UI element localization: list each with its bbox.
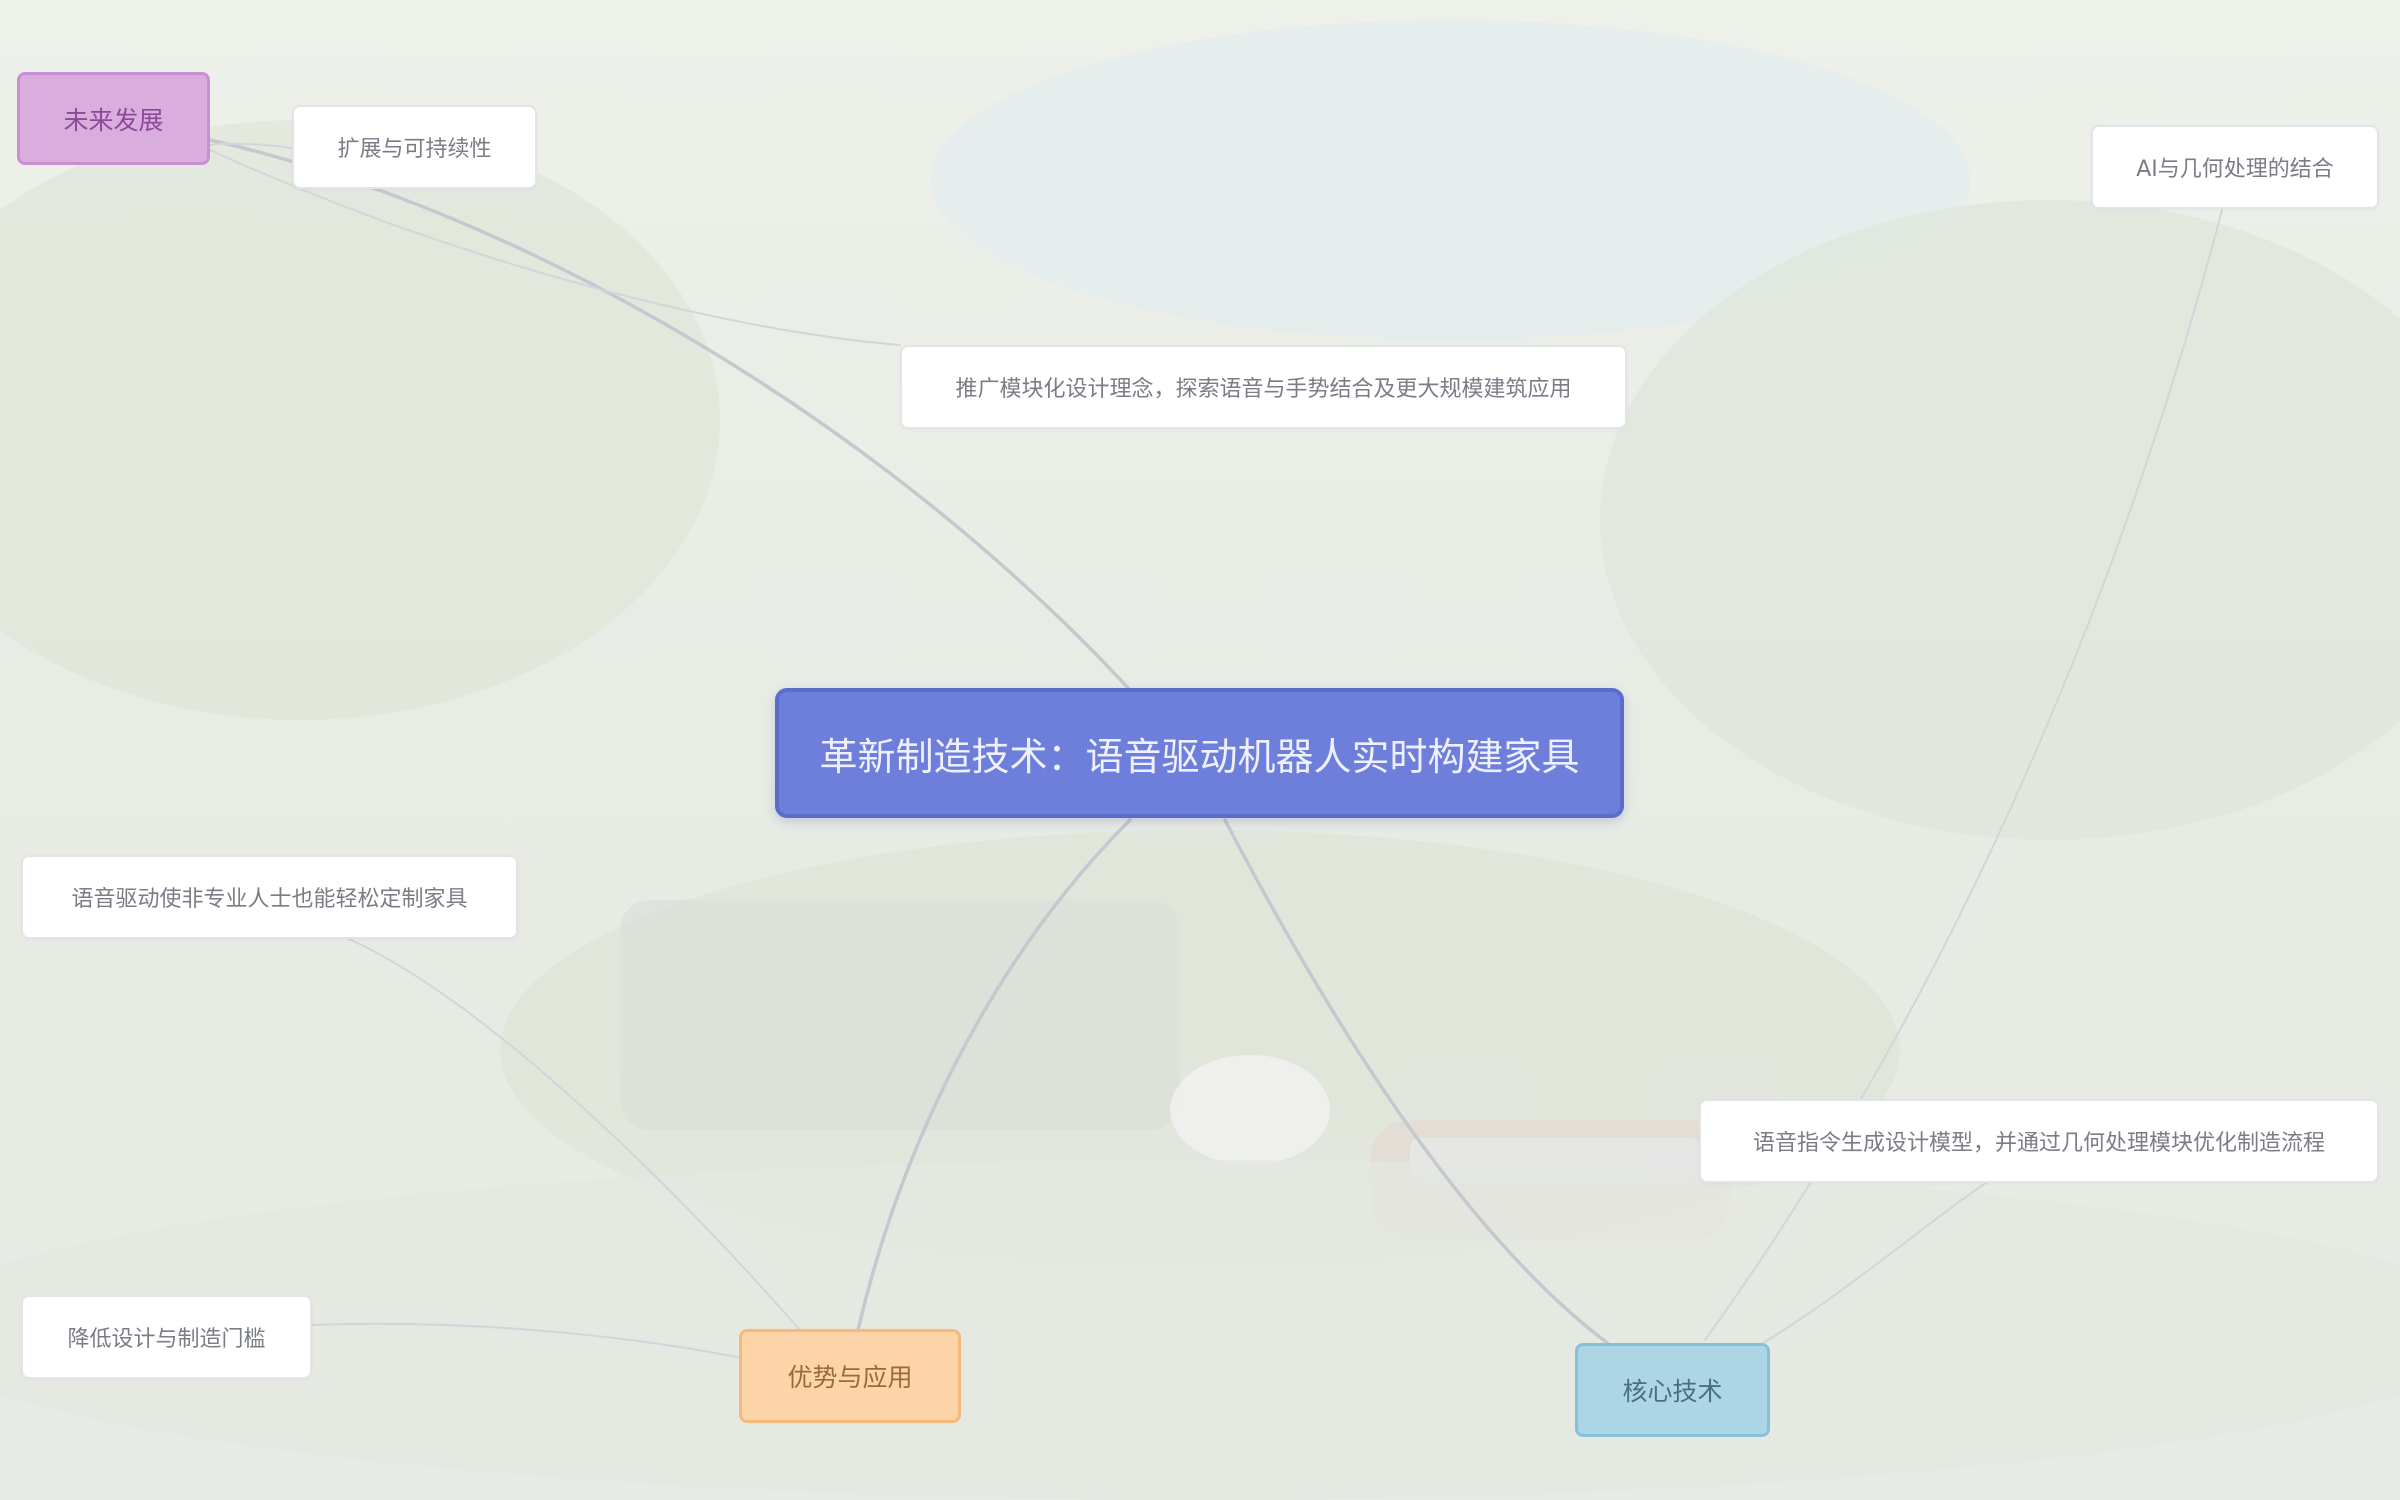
- branch-advantages[interactable]: 优势与应用: [739, 1329, 961, 1423]
- leaf-advantages-2-label: 降低设计与制造门槛: [67, 1327, 266, 1352]
- branch-advantages-label: 优势与应用: [787, 1363, 913, 1392]
- edge-root-advantages: [856, 818, 1132, 1332]
- edge-root-core: [1223, 818, 1612, 1347]
- root-topic[interactable]: 革新制造技术：语音驱动机器人实时构建家具: [775, 688, 1624, 818]
- edge-core-child-1: [1704, 209, 2223, 1341]
- edge-adv-child-2: [309, 1322, 743, 1359]
- leaf-future-1[interactable]: 扩展与可持续性: [292, 105, 537, 189]
- branch-future[interactable]: 未来发展: [17, 72, 210, 165]
- edge-future-child-1: [209, 142, 293, 149]
- leaf-core-1[interactable]: AI与几何处理的结合: [2091, 125, 2379, 209]
- leaf-advantages-2[interactable]: 降低设计与制造门槛: [21, 1295, 312, 1379]
- branch-core-label: 核心技术: [1622, 1377, 1723, 1406]
- branch-core[interactable]: 核心技术: [1575, 1343, 1770, 1437]
- leaf-core-1-label: AI与几何处理的结合: [2136, 157, 2334, 182]
- branch-future-label: 未来发展: [63, 105, 164, 135]
- root-topic-label: 革新制造技术：语音驱动机器人实时构建家具: [819, 734, 1580, 779]
- edge-adv-child-1: [339, 934, 801, 1331]
- edge-future-child-2: [209, 149, 901, 346]
- leaf-future-2-label: 推广模块化设计理念，探索语音与手势结合及更大规模建筑应用: [955, 377, 1572, 402]
- leaf-future-1-label: 扩展与可持续性: [337, 137, 492, 162]
- leaf-advantages-1[interactable]: 语音驱动使非专业人士也能轻松定制家具: [21, 855, 518, 939]
- edge-core-child-2: [1759, 1179, 1991, 1346]
- leaf-future-2[interactable]: 推广模块化设计理念，探索语音与手势结合及更大规模建筑应用: [900, 345, 1627, 429]
- leaf-core-2[interactable]: 语音指令生成设计模型，并通过几何处理模块优化制造流程: [1699, 1099, 2379, 1183]
- leaf-advantages-1-label: 语音驱动使非专业人士也能轻松定制家具: [71, 887, 468, 912]
- leaf-core-2-label: 语音指令生成设计模型，并通过几何处理模块优化制造流程: [1752, 1131, 2325, 1156]
